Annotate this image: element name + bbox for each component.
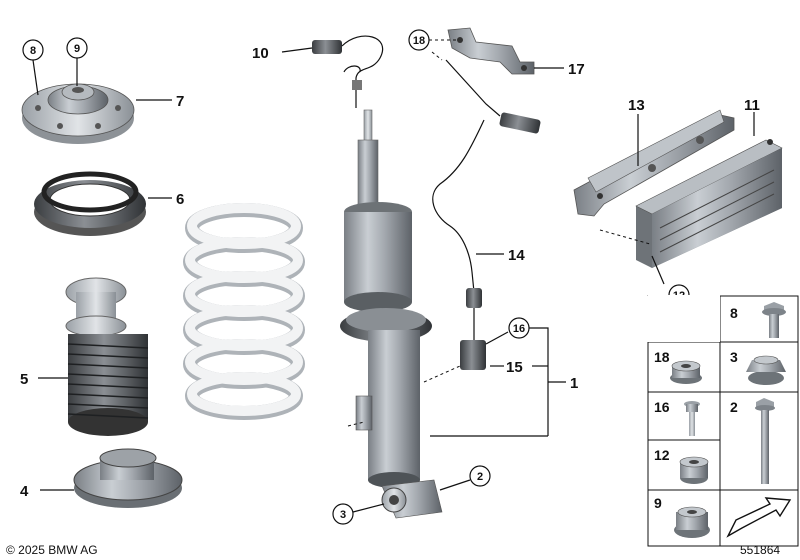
bolt-8-icon [762, 302, 786, 338]
lower-spring-seat-part [73, 448, 183, 508]
control-unit-part [635, 139, 783, 268]
diagram-number: 551864 [740, 543, 780, 557]
control-unit-bracket-part [573, 109, 735, 217]
shock-absorber-part [340, 109, 443, 519]
dust-boot-part [65, 277, 149, 436]
callout-15: 15 [506, 359, 523, 376]
table-label-16: 16 [654, 399, 670, 415]
table-label-18: 18 [654, 349, 670, 365]
table-label-9: 9 [654, 495, 662, 511]
callout-10: 10 [252, 45, 269, 62]
spring-seat-ring-part [34, 171, 146, 236]
callout-8: 8 [30, 45, 36, 57]
bracket-part [447, 27, 535, 75]
sensor-cable-part [312, 35, 383, 108]
callout-4: 4 [20, 483, 29, 500]
bolt-16-icon [684, 401, 700, 436]
callout-2: 2 [477, 471, 483, 483]
callout-16: 16 [513, 323, 525, 335]
callout-13: 13 [628, 97, 645, 114]
table-label-3: 3 [730, 349, 738, 365]
callout-17: 17 [568, 61, 585, 78]
coil-spring-part [183, 203, 305, 420]
table-label-2: 2 [730, 399, 738, 415]
callout-1: 1 [570, 375, 578, 392]
callout-7: 7 [176, 93, 184, 110]
nut-12-icon [679, 456, 709, 484]
direction-arrow-icon [726, 497, 792, 538]
callout-11: 11 [744, 97, 760, 114]
nut-3-icon [746, 355, 786, 385]
cable-harness-part [432, 59, 541, 370]
callout-9: 9 [74, 43, 80, 55]
bolt-2-icon [755, 398, 775, 484]
top-mount-part [21, 83, 135, 144]
callout-18: 18 [413, 35, 425, 47]
callout-14: 14 [508, 247, 525, 264]
callout-6: 6 [176, 191, 184, 208]
table-label-8: 8 [730, 305, 738, 321]
table-label-12: 12 [654, 447, 670, 463]
nut-18-icon [670, 360, 702, 384]
copyright-text: © 2025 BMW AG [6, 543, 98, 557]
callout-3: 3 [340, 509, 346, 521]
nut-9-icon [674, 506, 710, 538]
callout-5: 5 [20, 371, 28, 388]
